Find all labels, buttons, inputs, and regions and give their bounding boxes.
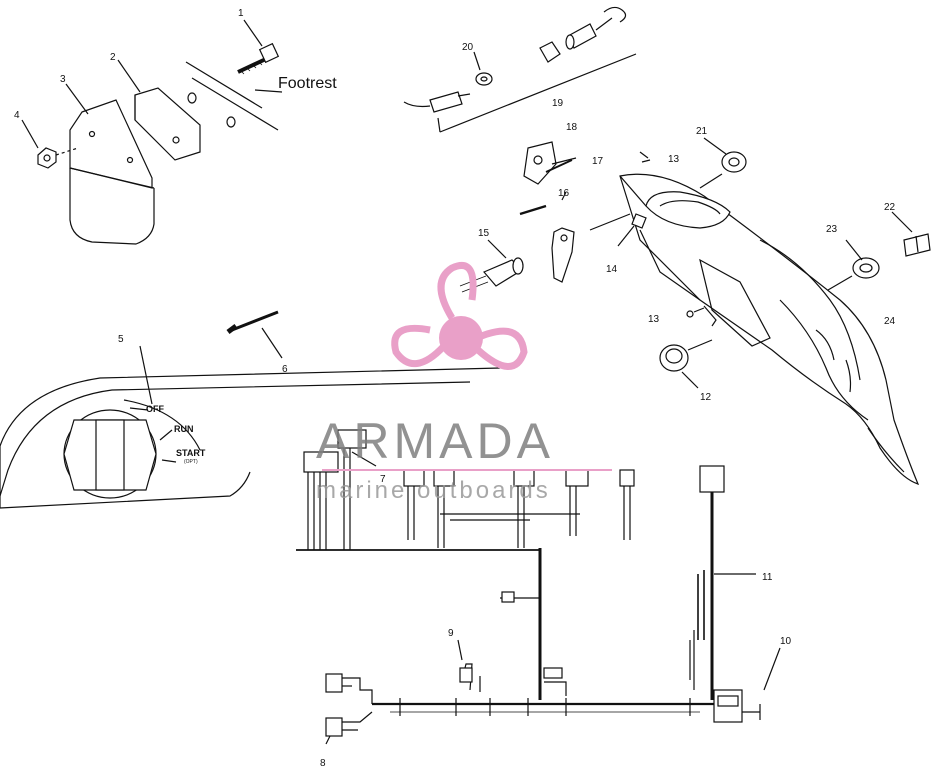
- callout-10: 10: [780, 636, 792, 647]
- callout-16: 16: [558, 188, 570, 199]
- callout-1: 1: [238, 8, 244, 19]
- callout-13-lower: 13: [648, 314, 660, 325]
- clip-part-14: [589, 213, 647, 247]
- callout-3: 3: [60, 74, 66, 85]
- lamp-socket-part-15: [459, 239, 524, 293]
- callout-18: 18: [566, 122, 578, 133]
- callout-13-upper: 13: [668, 154, 680, 165]
- armada-logo: ARMADA marine outboards: [316, 262, 612, 504]
- switch-start-opt-label: (OPT): [184, 459, 198, 465]
- callout-4: 4: [14, 110, 20, 121]
- switch-start-label: START: [176, 448, 206, 458]
- wire-tie-part-6: [226, 310, 283, 359]
- screw-part-13-lower: [686, 305, 717, 327]
- housing-part-3: [69, 99, 155, 245]
- callout-15: 15: [478, 228, 490, 239]
- switch-run-label: RUN: [174, 424, 194, 434]
- watermark-subtitle: marine outboards: [316, 477, 551, 504]
- cable-assembly-part-19: [403, 6, 637, 133]
- switch-off-label: OFF: [146, 404, 164, 414]
- screw-part-17: [545, 159, 573, 173]
- callout-24: 24: [884, 316, 896, 327]
- callout-14: 14: [606, 264, 618, 275]
- callout-5: 5: [118, 334, 124, 345]
- wiring-harness: [296, 429, 781, 745]
- propeller-logo-icon: [391, 262, 528, 370]
- bolt-part-1: [237, 42, 280, 75]
- watermark-title: ARMADA: [316, 413, 554, 469]
- callout-20: 20: [462, 42, 474, 53]
- bracket-assembly: [21, 19, 283, 245]
- nut-part-4: [37, 147, 79, 169]
- switch-panel-part-5: [0, 345, 501, 509]
- callout-2: 2: [110, 52, 116, 63]
- spacer-plate-part-2: [134, 87, 236, 161]
- callout-23: 23: [826, 224, 838, 235]
- callout-21: 21: [696, 126, 708, 137]
- footrest-edge: [185, 61, 283, 131]
- callout-17: 17: [592, 156, 604, 167]
- grommet-part-23: [827, 239, 880, 291]
- footrest-label: Footrest: [278, 75, 337, 92]
- callout-22: 22: [884, 202, 896, 213]
- callout-labels: 1 2 3 4 5 6 7 8 9 10 11 12 13 13 14 15 1…: [14, 8, 896, 768]
- console-housing-part-24: [619, 173, 920, 485]
- grommet-part-21: [699, 137, 747, 189]
- lever-part-16: [519, 191, 575, 283]
- callout-19: 19: [552, 98, 564, 109]
- callout-9: 9: [448, 628, 454, 639]
- callout-8: 8: [320, 758, 326, 768]
- callout-6: 6: [282, 364, 288, 375]
- key-part-22: [891, 211, 931, 257]
- ignition-switch-part-12: [659, 339, 713, 389]
- washer-part-20: [475, 72, 493, 86]
- callout-11: 11: [762, 572, 773, 583]
- cable-clamp-part-18: [523, 141, 577, 185]
- screw-part-13-upper: [639, 151, 651, 163]
- callout-12: 12: [700, 392, 712, 403]
- callout-7: 7: [380, 474, 386, 485]
